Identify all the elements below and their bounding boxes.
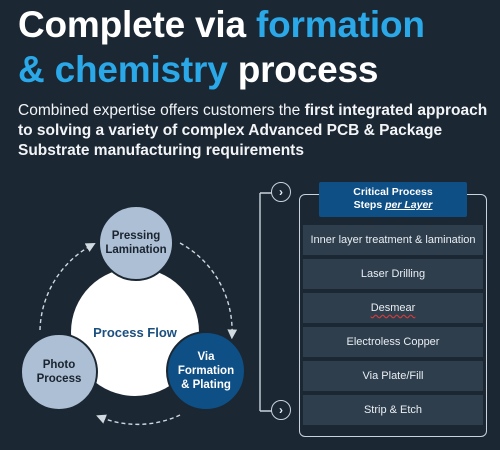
headline-accent-chemistry: & chemistry <box>18 49 228 90</box>
chevron-right-circle-icon: › <box>271 400 291 420</box>
arrow-press-to-via <box>179 242 238 340</box>
headline-part1: Complete via <box>18 4 256 45</box>
headline-accent-formation: formation <box>255 4 425 45</box>
headline: Complete via formation & chemistry proce… <box>18 2 488 92</box>
step-item: Electroless Copper <box>303 327 483 357</box>
step-item: Via Plate/Fill <box>303 361 483 391</box>
step-item: Laser Drilling <box>303 259 483 289</box>
chevron-right-circle-icon: › <box>271 182 291 202</box>
panel-header: Critical Process Steps per Layer <box>319 182 467 217</box>
subtitle-lead: Combined expertise offers customers the <box>18 102 305 119</box>
step-item: Strip & Etch <box>303 395 483 425</box>
subtitle-bold: first integrated approach to solving a v… <box>18 102 488 159</box>
subtitle: Combined expertise offers customers the … <box>18 101 488 161</box>
arrow-via-to-photo <box>96 414 181 426</box>
arrow-photo-to-press <box>39 242 96 331</box>
cycle-arrows <box>39 242 238 426</box>
step-item: Desmear <box>303 293 483 323</box>
headline-part2: process <box>227 49 379 90</box>
step-item: Inner layer treatment & lamination <box>303 225 483 255</box>
bracket-line <box>259 192 272 412</box>
